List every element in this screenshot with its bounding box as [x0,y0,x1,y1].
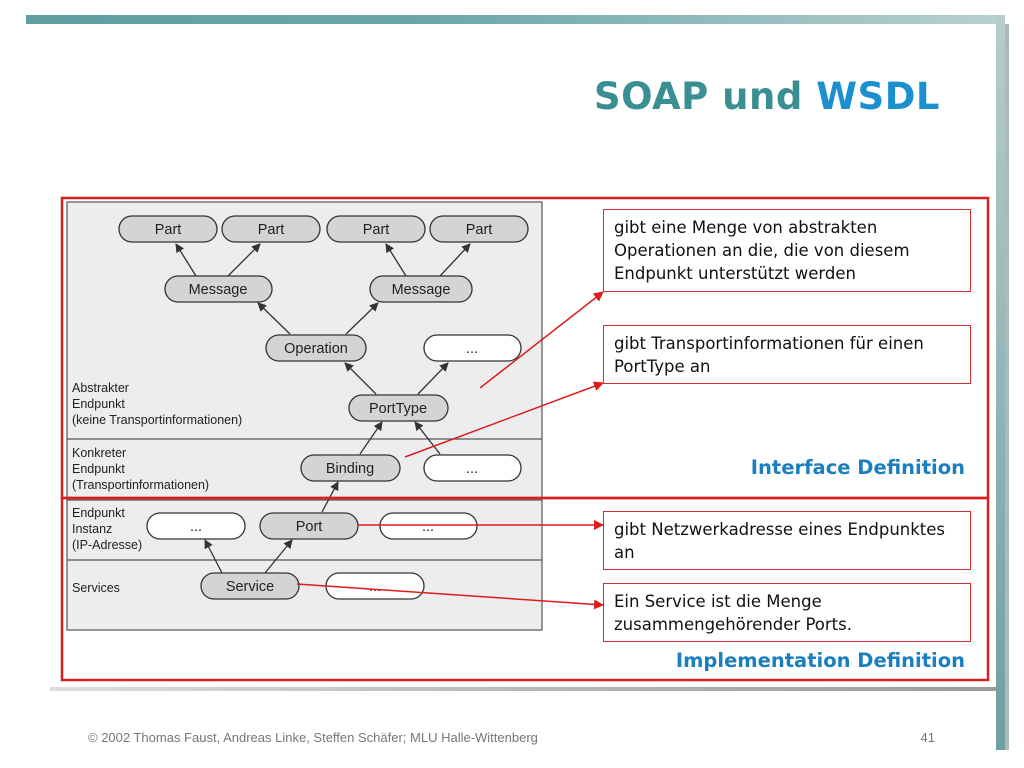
svg-text:...: ... [190,519,202,535]
node-part-2: Part [221,215,321,243]
svg-text:...: ... [466,461,478,477]
node-ellipsis-operation: ... [423,334,522,362]
svg-text:Part: Part [258,222,285,238]
title-part-soap: SOAP und [593,75,803,118]
row-label-instance-3: (IP-Adresse) [72,538,142,552]
row-label-concrete-1: Konkreter [72,446,126,460]
footer-copyright: © 2002 Thomas Faust, Andreas Linke, Stef… [88,730,538,745]
row-label-services: Services [72,581,120,595]
svg-text:Part: Part [466,222,493,238]
node-message-1: Message [164,275,273,303]
node-ellipsis-binding: ... [423,454,522,482]
connector [344,362,377,395]
svg-text:Binding: Binding [326,461,374,477]
porttype-note: gibt eine Menge von abstrakten Operation… [603,209,971,292]
port-note: gibt Netzwerkadresse eines Endpunktes an [603,511,971,570]
interface-definition-label: Interface Definition [750,456,965,479]
node-ellipsis-port-right: ... [379,512,478,540]
node-porttype: PortType [348,394,449,422]
svg-text:Message: Message [189,282,248,298]
connector [417,362,449,395]
connector [345,302,379,335]
callout-arrow-porttype [479,291,604,389]
connector [385,243,407,277]
top-accent-bar [26,15,1000,24]
connector [359,421,383,455]
diagram-panel [66,201,543,631]
row-label-abstract-3: (keine Transportinformationen) [72,413,242,427]
node-message-2: Message [369,275,473,303]
svg-text:Message: Message [392,282,451,298]
bottom-rule [50,687,996,691]
connector [227,243,261,277]
node-binding: Binding [300,454,401,482]
node-part-1: Part [118,215,218,243]
row-label-concrete-2: Endpunkt [72,462,125,476]
title-part-wsdl: WSDL [816,75,940,118]
node-service: Service [200,572,300,600]
connector [264,539,293,574]
svg-text:...: ... [369,579,381,595]
implementation-definition-label: Implementation Definition [675,649,965,672]
svg-text:Part: Part [155,222,182,238]
row-label-concrete-3: (Transportinformationen) [72,478,209,492]
row-label-abstract-2: Endpunkt [72,397,125,411]
svg-text:Port: Port [296,519,323,535]
svg-text:PortType: PortType [369,401,427,417]
svg-text:Service: Service [226,579,274,595]
page-number: 41 [920,730,935,745]
node-part-4: Part [429,215,529,243]
tree-connectors [175,243,471,574]
connector [175,243,197,277]
node-port: Port [259,512,359,540]
right-accent-bar [996,15,1005,750]
callout-arrow-binding [404,381,604,458]
connector [257,302,291,335]
svg-text:...: ... [422,519,434,535]
svg-text:...: ... [466,341,478,357]
row-label-instance-1: Endpunkt [72,506,125,520]
connector [204,539,223,574]
service-note: Ein Service ist die Menge zusammengehöre… [603,583,971,642]
svg-text:Operation: Operation [284,341,348,357]
binding-note: gibt Transportinformationen für einen Po… [603,325,971,384]
node-operation: Operation [265,334,367,362]
slide-title: SOAP und WSDL [540,75,940,118]
right-bar-shadow [1005,24,1009,750]
callout-arrow-service [296,583,604,610]
connector [439,243,471,277]
row-label-instance-2: Instanz [72,522,112,536]
svg-text:Part: Part [363,222,390,238]
implementation-definition-frame [60,496,990,682]
row-label-abstract-1: Abstrakter [72,381,129,395]
node-part-3: Part [326,215,426,243]
node-ellipsis-service: ... [325,572,425,600]
node-ellipsis-port-left: ... [146,512,246,540]
connector [414,421,441,455]
